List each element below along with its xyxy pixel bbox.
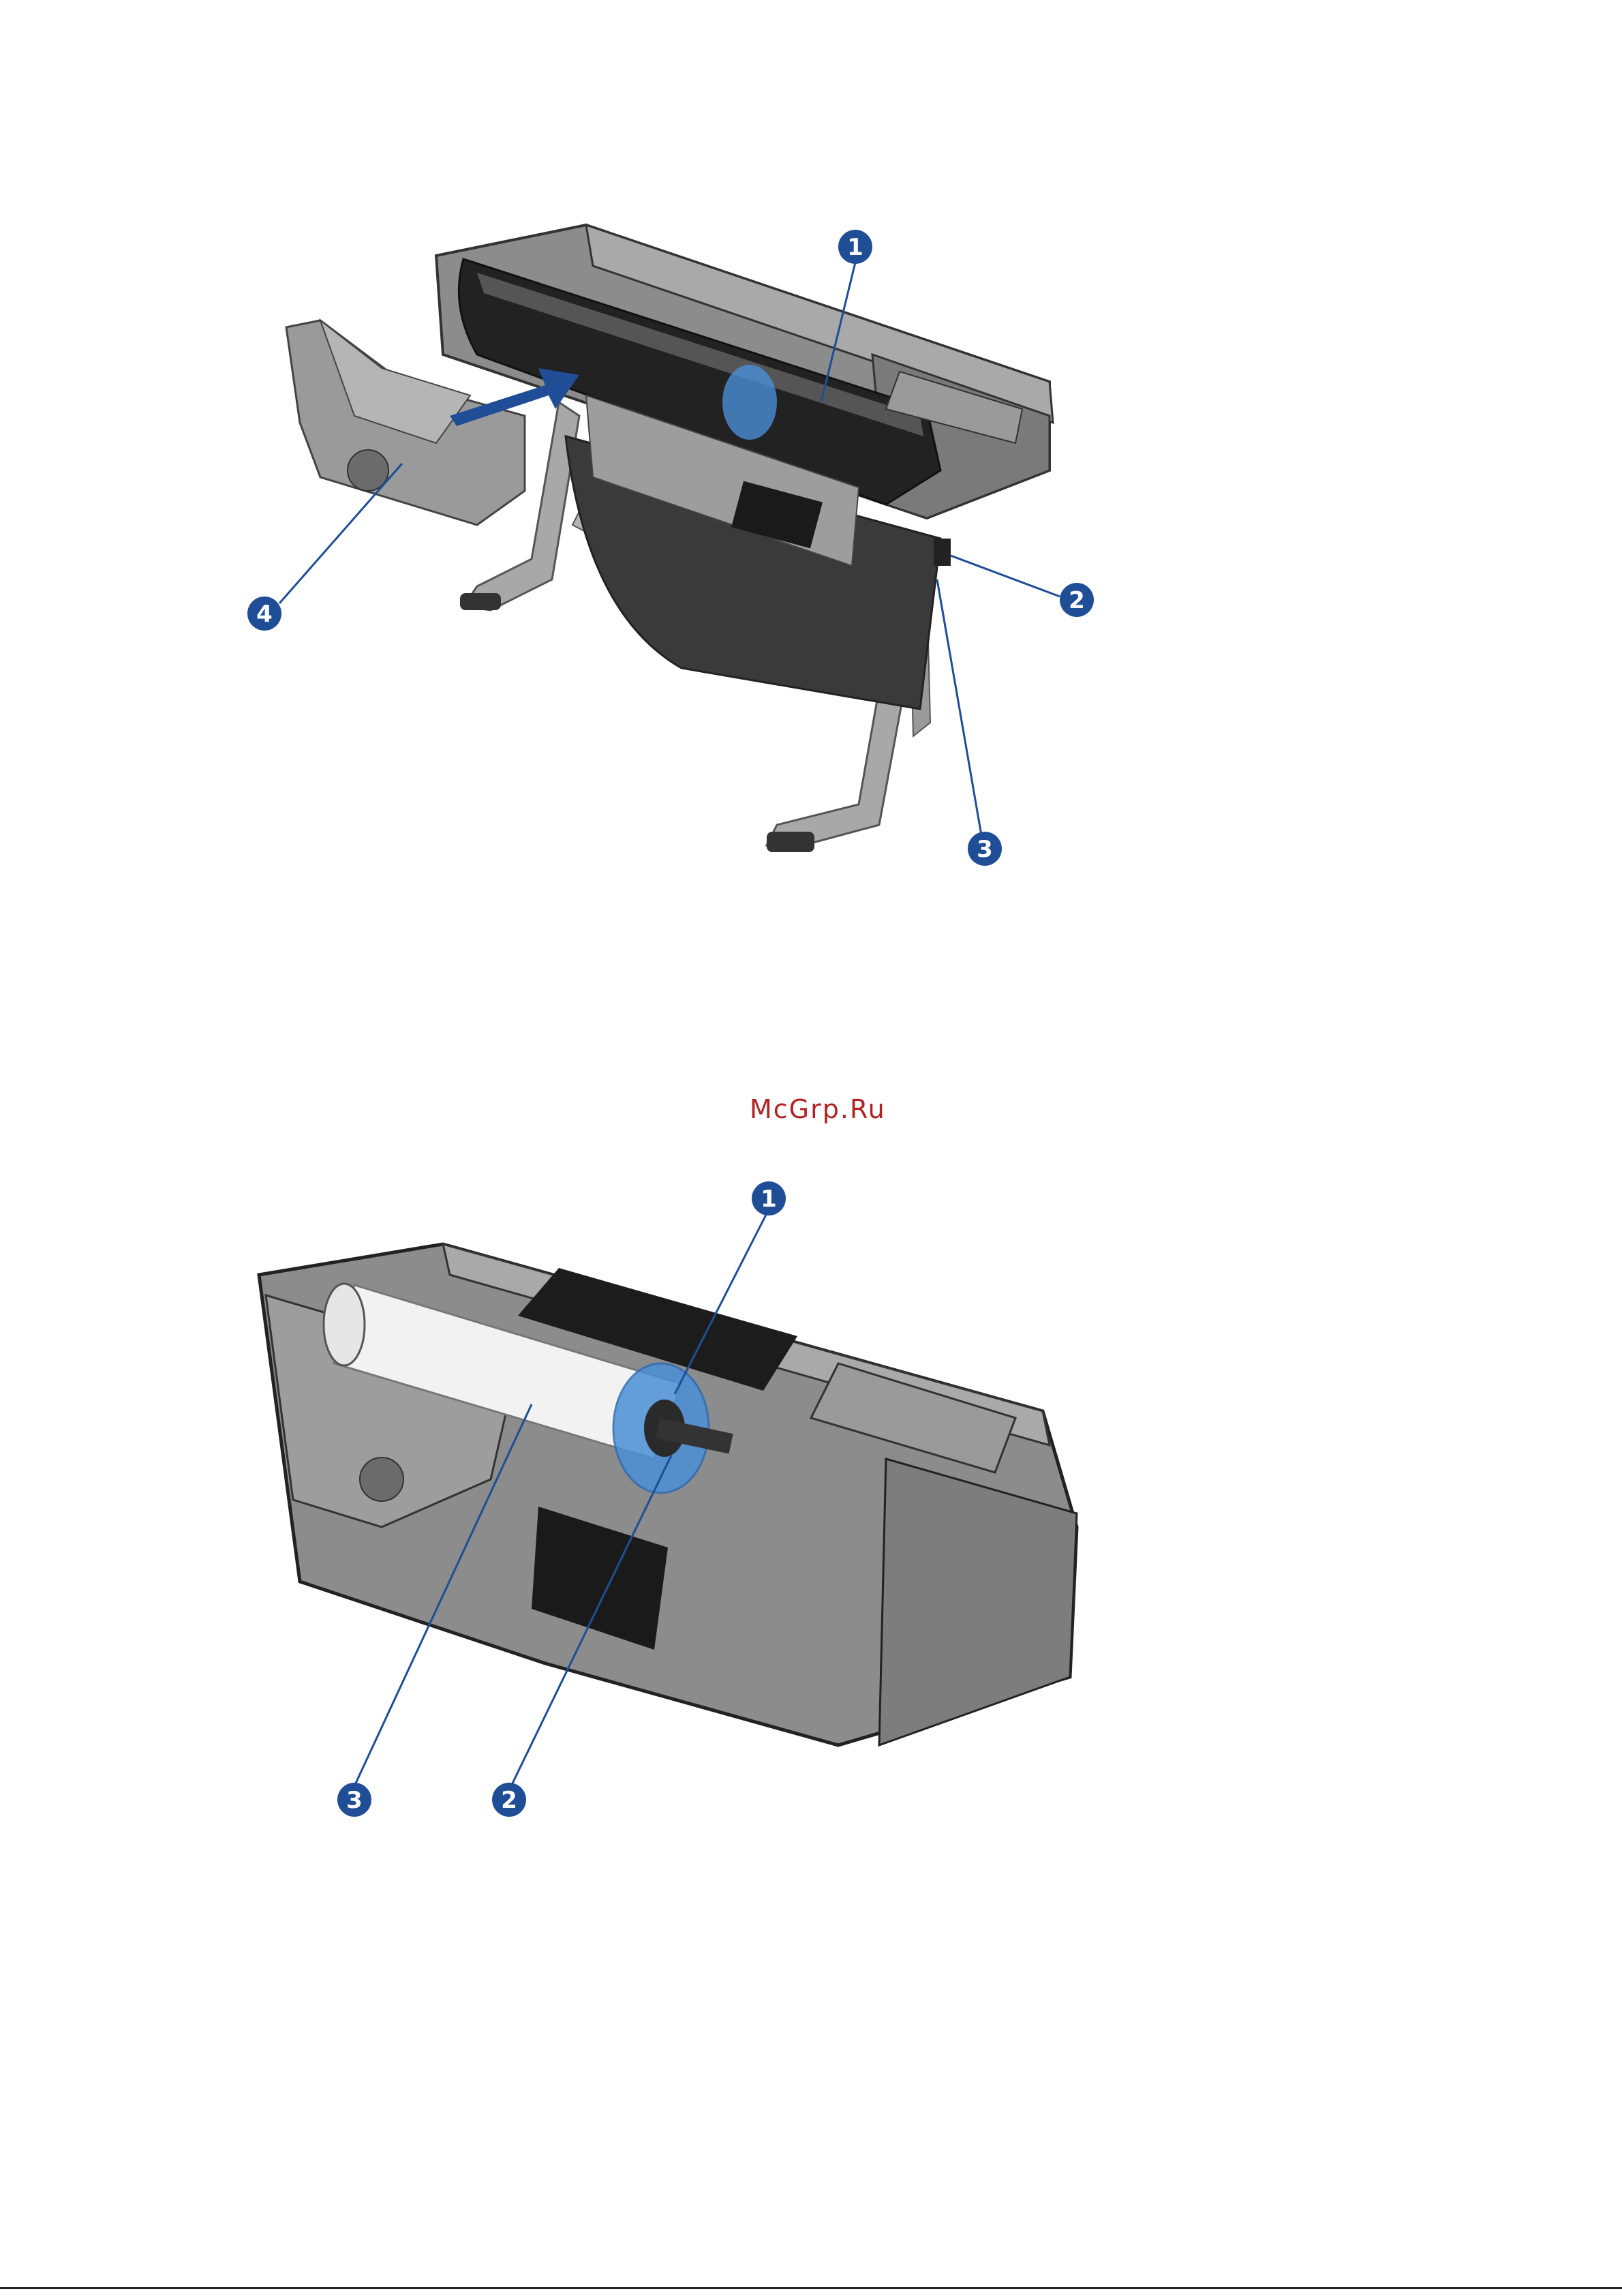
printer-rear-view-illustration: 1 2 3 4 (0, 0, 1622, 907)
printer-roll-view-illustration: 1 2 3 (0, 1159, 1622, 1841)
callout-1: 1 (838, 230, 872, 264)
printer-rear-view-figure: 1 2 3 4 (0, 0, 1622, 907)
page-bottom-rule (0, 2287, 1622, 2289)
svg-text:4: 4 (256, 601, 273, 628)
callout-3: 3 (337, 1783, 371, 1817)
svg-text:2: 2 (501, 1787, 517, 1814)
svg-text:1: 1 (761, 1185, 777, 1213)
svg-text:2: 2 (1069, 587, 1085, 614)
svg-text:1: 1 (847, 234, 863, 261)
svg-text:3: 3 (346, 1787, 363, 1814)
callout-1: 1 (752, 1181, 786, 1215)
watermark: McGrp.Ru (750, 1094, 886, 1124)
callout-3: 3 (968, 832, 1002, 866)
printer-roll-view-figure: 1 2 3 (0, 1159, 1622, 1841)
callout-2: 2 (1060, 583, 1094, 617)
svg-text:3: 3 (977, 836, 993, 863)
callout-2: 2 (492, 1783, 526, 1817)
callout-4: 4 (247, 596, 281, 631)
